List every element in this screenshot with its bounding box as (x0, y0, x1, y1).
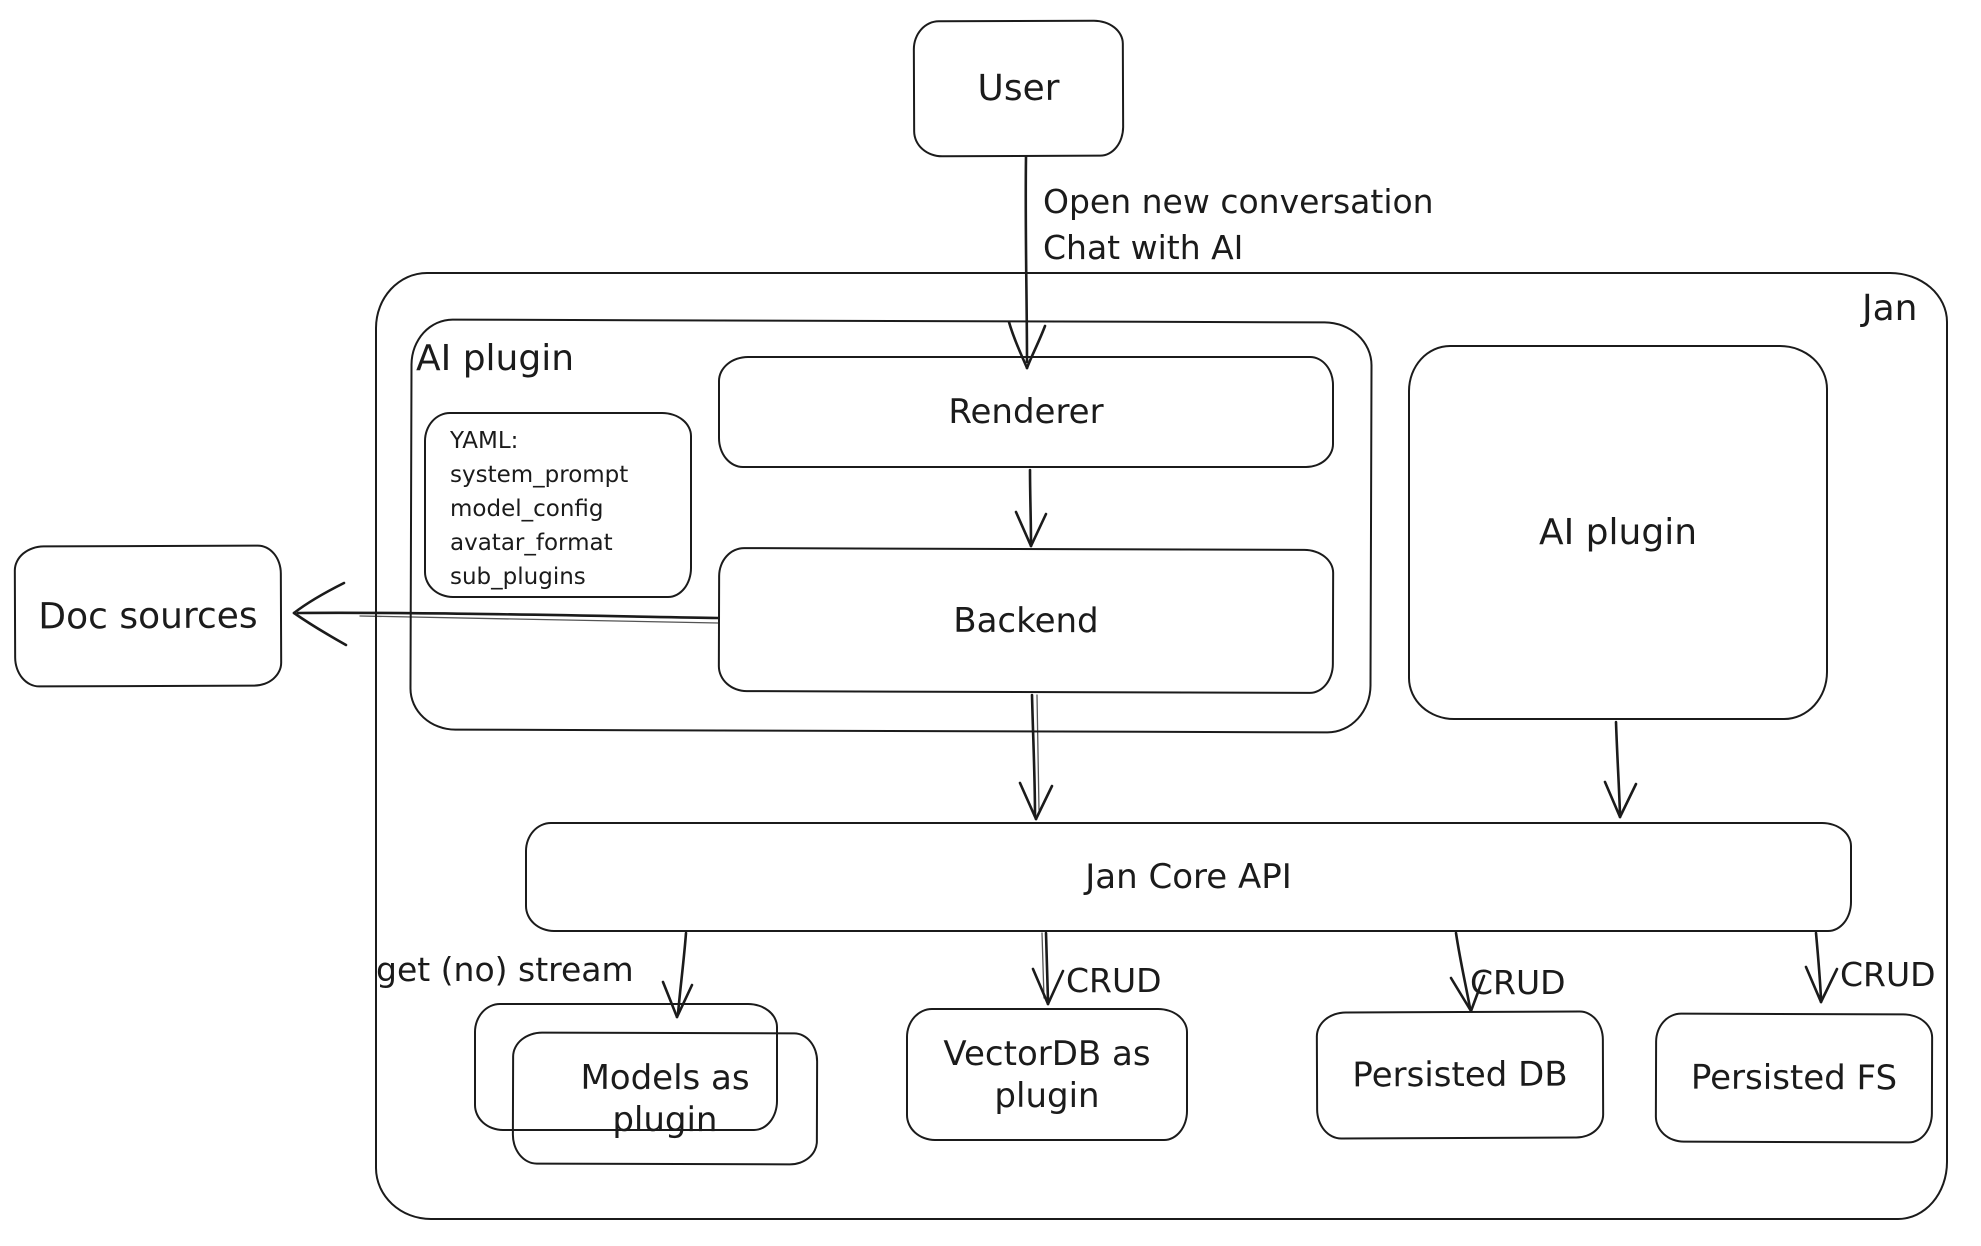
edge-label-get-no-stream: get (no) stream (376, 950, 634, 989)
persisted-db-box-label: Persisted DB (1352, 1054, 1568, 1096)
renderer-box-label: Renderer (948, 392, 1104, 432)
models-as-plugin-box-label: Models as plugin (580, 1057, 750, 1140)
yaml-note-text: YAML: system_prompt model_config avatar_… (450, 424, 628, 594)
yaml-line: avatar_format (450, 530, 613, 556)
user-box-label: User (977, 67, 1060, 110)
vectordb-box: VectorDB as plugin (906, 1008, 1188, 1141)
doc-sources-box-label: Doc sources (38, 595, 258, 637)
yaml-note (424, 412, 692, 598)
jan-container-label: Jan (1862, 288, 1918, 329)
jan-container (375, 272, 1948, 1220)
yaml-line: model_config (450, 496, 604, 522)
doc-sources-box: Doc sources (13, 544, 283, 688)
jan-core-api-box: Jan Core API (525, 822, 1852, 932)
ai-plugin-right-box: AI plugin (1408, 345, 1828, 720)
edge-label-open-conversation: Open new conversation (1043, 182, 1434, 221)
jan-core-api-box-label: Jan Core API (1085, 857, 1292, 897)
yaml-line: system_prompt (450, 462, 629, 488)
edge-label-crud-persisted-db: CRUD (1470, 963, 1566, 1002)
user-box: User (912, 19, 1125, 158)
backend-box: Backend (717, 547, 1335, 694)
yaml-line: YAML: (450, 428, 519, 454)
ai-plugin-right-box-label: AI plugin (1538, 512, 1698, 553)
persisted-db-box: Persisted DB (1315, 1010, 1605, 1140)
edge-label-chat-with-ai: Chat with AI (1043, 228, 1244, 267)
models-as-plugin-box: Models as plugin (511, 1031, 819, 1166)
backend-box-label: Backend (953, 600, 1099, 641)
models-as-plugin-back-box (474, 1003, 778, 1131)
renderer-box: Renderer (718, 356, 1334, 468)
vectordb-box-label: VectorDB as plugin (943, 1033, 1151, 1116)
edge-label-crud-persisted-fs: CRUD (1840, 955, 1936, 994)
persisted-fs-box: Persisted FS (1654, 1012, 1934, 1144)
yaml-line: sub_plugins (450, 564, 586, 590)
persisted-fs-box-label: Persisted FS (1690, 1057, 1898, 1099)
ai-plugin-container-label: AI plugin (416, 338, 575, 379)
edge-label-crud-vectordb: CRUD (1066, 961, 1162, 1000)
